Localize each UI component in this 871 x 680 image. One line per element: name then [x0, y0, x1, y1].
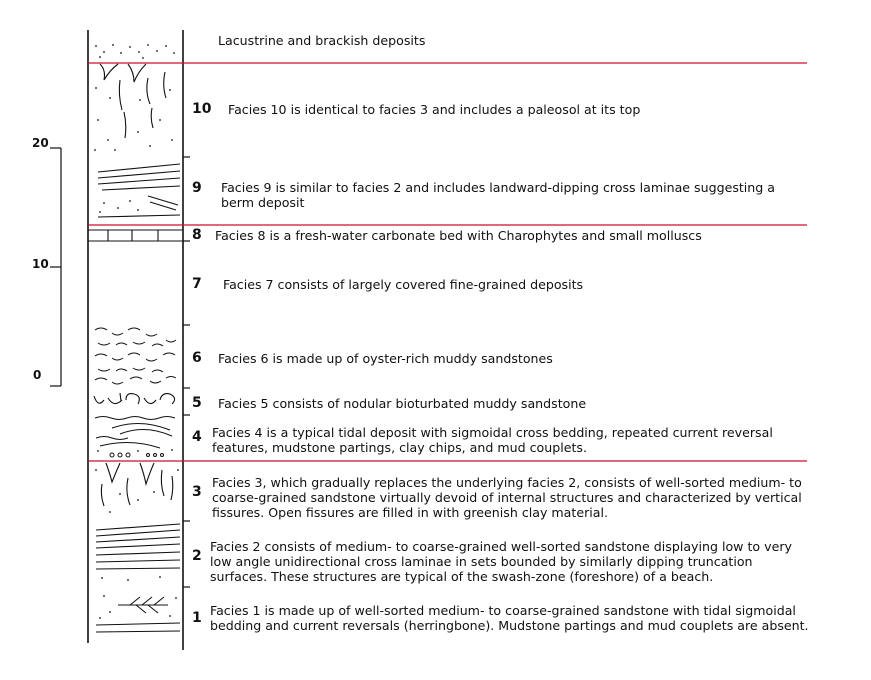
facies-9-dot-pattern [99, 200, 139, 213]
facies-9-description-line-2: berm deposit [221, 195, 304, 210]
facies-5-nodular-pattern [94, 393, 175, 404]
facies-4-description-line-1: Facies 4 is a typical tidal deposit with… [212, 425, 773, 440]
facies-2-laminae-pattern [96, 524, 180, 569]
facies-3-description-line-3: fissures. Open fissures are filled in wi… [212, 505, 608, 520]
facies-4-number: 4 [192, 429, 202, 445]
facies-1-description-line-1: Facies 1 is made up of well-sorted mediu… [210, 603, 796, 618]
facies-10-description: Facies 10 is identical to facies 3 and i… [228, 102, 640, 117]
facies-1-herringbone-pattern [96, 597, 180, 632]
scale-label-20: 20 [32, 136, 49, 150]
facies-6-description: Facies 6 is made up of oyster-rich muddy… [218, 351, 553, 366]
facies-2-dot-pattern [101, 576, 161, 581]
lacustrine-deposits-label: Lacustrine and brackish deposits [218, 33, 425, 48]
facies-2-description-line-3: surfaces. These structures are typical o… [210, 569, 713, 584]
facies-4-clay-chip-pattern [110, 453, 164, 457]
scale-label-10: 10 [32, 257, 49, 271]
facies-8-description: Facies 8 is a fresh-water carbonate bed … [215, 228, 702, 243]
facies-3-fissure-pattern [101, 463, 172, 506]
facies-1-number: 1 [192, 610, 202, 626]
scale-bar [50, 148, 61, 386]
facies-10-fissure-pattern [100, 64, 166, 138]
facies-2-number: 2 [192, 548, 202, 564]
facies-6-oyster-pattern [95, 328, 176, 384]
facies-3-description-line-1: Facies 3, which gradually replaces the u… [212, 475, 802, 490]
scale-label-0: 0 [33, 368, 41, 382]
facies-3-dot-pattern [95, 469, 179, 513]
facies-8-carbonate-bed [88, 230, 183, 241]
facies-8-number: 8 [192, 227, 202, 243]
facies-9-description-line-1: Facies 9 is similar to facies 2 and incl… [221, 180, 775, 195]
facies-2-description-line-1: Facies 2 consists of medium- to coarse-g… [210, 539, 792, 554]
lacustrine-dot-pattern [95, 44, 175, 59]
facies-10-dot-pattern [94, 87, 173, 151]
facies-6-number: 6 [192, 350, 202, 366]
facies-9-cross-laminae [98, 164, 180, 217]
facies-9-number: 9 [192, 180, 202, 196]
facies-7-description: Facies 7 consists of largely covered fin… [223, 277, 583, 292]
facies-2-description-line-2: low angle unidirectional cross laminae i… [210, 554, 753, 569]
facies-5-number: 5 [192, 395, 202, 411]
facies-10-number: 10 [192, 101, 211, 117]
facies-4-dot-pattern [97, 449, 173, 452]
facies-1-description-line-2: bedding and current reversals (herringbo… [210, 618, 809, 633]
facies-4-tidal-pattern [95, 417, 175, 449]
facies-3-number: 3 [192, 484, 202, 500]
facies-7-number: 7 [192, 276, 202, 292]
facies-5-description: Facies 5 consists of nodular bioturbated… [218, 396, 586, 411]
facies-4-description-line-2: features, mudstone partings, clay chips,… [212, 440, 587, 455]
facies-boundary-ticks [183, 157, 190, 587]
facies-3-description-line-2: coarse-grained sandstone virtually devoi… [212, 490, 802, 505]
